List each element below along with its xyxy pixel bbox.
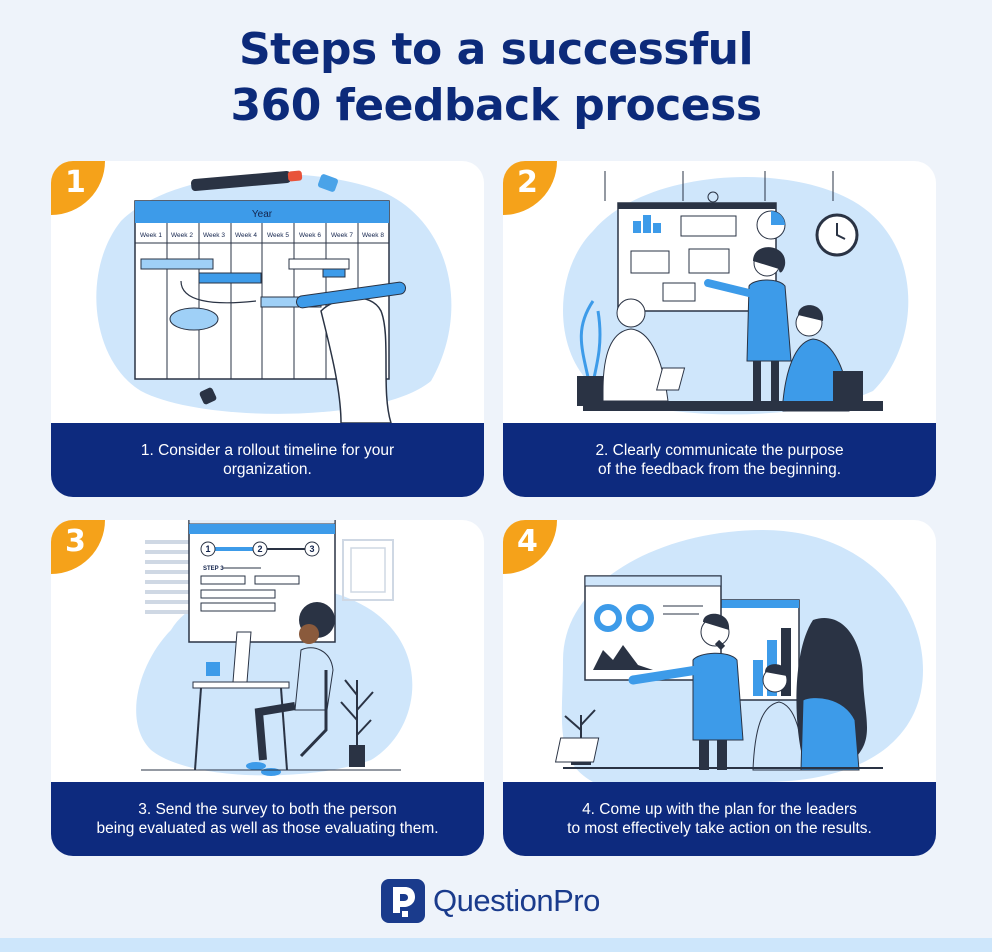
week-label: Week 6 <box>299 232 321 239</box>
rollout-timeline-illustration: Year Week 1 Week 2 Week 3 Week 4 Week 5 … <box>96 170 452 423</box>
step-caption: 4. Come up with the plan for the leaders… <box>503 782 936 856</box>
survey-step-number: 1 <box>205 544 210 554</box>
calendar-year-label: Year <box>252 209 273 220</box>
caption-line: organization. <box>223 461 312 478</box>
step-card-3: 1 2 3 STEP 3 3 3. Send the survey to bot… <box>51 520 484 856</box>
logo-wordmark: QuestionPro <box>433 883 600 918</box>
step-card-1: Year Week 1 Week 2 Week 3 Week 4 Week 5 … <box>51 161 484 497</box>
week-label: Week 7 <box>331 232 353 239</box>
results-analysis-illustration <box>554 530 923 782</box>
footer-strip <box>0 938 992 952</box>
title-line-2: 360 feedback process <box>230 80 762 131</box>
survey-step-number: 2 <box>257 544 262 554</box>
caption-line: 2. Clearly communicate the purpose <box>595 442 844 459</box>
step-card-2: 2 2. Clearly communicate the purpose of … <box>503 161 936 497</box>
week-label: Week 2 <box>171 232 193 239</box>
week-label: Week 5 <box>267 232 289 239</box>
caption-line: 4. Come up with the plan for the leaders <box>582 801 857 818</box>
caption-line: of the feedback from the beginning. <box>598 461 841 478</box>
survey-step-number: 3 <box>309 544 314 554</box>
step-caption: 1. Consider a rollout timeline for your … <box>51 423 484 497</box>
caption-line: 1. Consider a rollout timeline for your <box>140 442 395 459</box>
caption-line: being evaluated as well as those evaluat… <box>96 820 439 837</box>
survey-step-label: STEP 3 <box>203 566 224 572</box>
title-line-1: Steps to a successful <box>238 24 754 75</box>
week-label: Week 1 <box>140 232 162 239</box>
step-card-4: 4 4. Come up with the plan for the leade… <box>503 520 936 856</box>
step-caption: 2. Clearly communicate the purpose of th… <box>503 423 936 497</box>
step-caption: 3. Send the survey to both the person be… <box>51 782 484 856</box>
questionpro-logo: QuestionPro <box>381 878 600 924</box>
caption-line: to most effectively take action on the r… <box>567 820 872 837</box>
survey-form-illustration: 1 2 3 STEP 3 <box>136 520 413 776</box>
questionpro-logo-icon <box>381 879 425 923</box>
presentation-meeting-illustration <box>563 171 909 415</box>
week-label: Week 8 <box>362 232 384 239</box>
caption-line: 3. Send the survey to both the person <box>138 801 397 818</box>
page-title: Steps to a successful 360 feedback proce… <box>0 22 992 134</box>
week-label: Week 3 <box>203 232 225 239</box>
week-label: Week 4 <box>235 232 257 239</box>
